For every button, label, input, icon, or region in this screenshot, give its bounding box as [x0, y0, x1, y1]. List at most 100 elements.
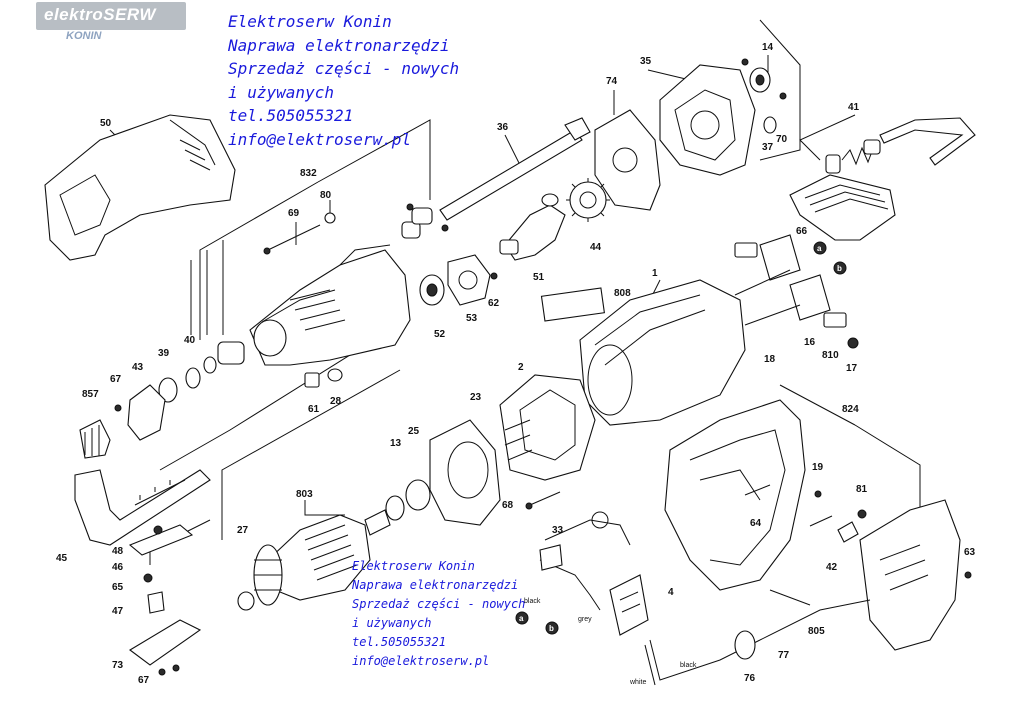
promo-block-middle: Elektroserw Konin Naprawa elektronarzędz… — [352, 557, 525, 671]
part-bushing-upper — [401, 221, 421, 239]
part-number-label: 64 — [750, 518, 762, 529]
connector-b-2 — [545, 621, 559, 635]
part-number-label: 67 — [138, 675, 150, 686]
part-number-label: 51 — [533, 272, 545, 283]
part-number-label: 66 — [796, 226, 808, 237]
part-4-switch — [609, 574, 649, 636]
part-number-label: 23 — [470, 392, 482, 403]
part-2-stator — [499, 374, 596, 481]
part-45-shoe — [74, 469, 211, 546]
part-number-label: 44 — [590, 242, 602, 253]
part-74-plate — [594, 109, 661, 211]
part-62-screw — [490, 272, 498, 280]
part-number-label: 857 — [82, 389, 99, 400]
connector-a-1 — [813, 241, 827, 255]
part-number-label: 810 — [822, 350, 839, 361]
part-68-screw-head — [525, 502, 533, 510]
part-23-baffle — [429, 419, 501, 526]
part-number-label: 17 — [846, 363, 858, 374]
part-number-label: 61 — [308, 404, 320, 415]
part-number-label: 28 — [330, 396, 342, 407]
part-number-label: 67 — [110, 374, 122, 385]
part-64-screw-upper — [744, 484, 771, 496]
part-39-washer — [158, 377, 178, 403]
part-number-label: 68 — [502, 500, 514, 511]
part-number-label: 808 — [614, 288, 631, 299]
promo-line: Elektroserw Konin — [228, 12, 392, 31]
part-44-gear — [566, 178, 610, 222]
connector-letter: a — [817, 244, 822, 253]
promo-line: tel.505055321 — [228, 106, 354, 125]
part-67-screw-lower — [158, 668, 166, 676]
part-28-washer — [327, 368, 343, 382]
part-number-label: 805 — [808, 626, 825, 637]
part-number-label: 73 — [112, 660, 124, 671]
part-number-label: 74 — [606, 76, 618, 87]
connector-a-2 — [515, 611, 529, 625]
part-number-label: 65 — [112, 582, 124, 593]
wire-label: white — [629, 679, 646, 686]
part-16-brush-holder — [734, 234, 859, 349]
part-number-label: 81 — [856, 484, 868, 495]
part-number-label: 70 — [776, 134, 788, 145]
part-number-label: 43 — [132, 362, 144, 373]
part-80-washer — [324, 212, 336, 224]
promo-line: tel.505055321 — [352, 635, 446, 649]
part-number-label: 1 — [652, 268, 658, 279]
part-number-label: 41 — [848, 102, 860, 113]
part-number-label: 77 — [778, 650, 790, 661]
part-69-screw-head — [263, 247, 271, 255]
promo-line: Sprzedaż części - nowych — [352, 597, 526, 611]
part-number-label: 16 — [804, 337, 816, 348]
connector-letter: b — [549, 624, 554, 633]
part-14-screw — [741, 58, 749, 66]
part-number-label: 47 — [112, 606, 124, 617]
promo-line: Naprawa elektronarzędzi — [352, 578, 519, 592]
part-number-label: 832 — [300, 168, 317, 179]
part-808-label — [540, 287, 605, 322]
part-37-bushing — [763, 116, 777, 134]
part-number-label: 824 — [842, 404, 859, 415]
promo-line: Elektroserw Konin — [352, 559, 475, 573]
connector-letter: b — [837, 264, 842, 273]
part-67-screw-lower-2 — [172, 664, 180, 672]
part-63-handle-half — [859, 499, 961, 651]
part-number-label: 53 — [466, 313, 478, 324]
part-51-crank — [499, 193, 566, 261]
part-65-pin — [143, 573, 153, 583]
part-36-plunger — [439, 117, 591, 221]
connector-letters: a b a b — [519, 244, 842, 633]
part-number-label: 35 — [640, 56, 652, 67]
part-number-label: 80 — [320, 190, 332, 201]
part-43-clamp — [127, 384, 166, 441]
promo-line: info@elektroserw.pl — [352, 654, 490, 668]
connector-letter: a — [519, 614, 524, 623]
part-73-lever — [129, 619, 202, 666]
part-48-pin — [153, 525, 163, 535]
part-number-label: 2 — [518, 362, 524, 373]
part-81-screw — [857, 509, 867, 519]
part-number-label: 18 — [764, 354, 776, 365]
part-number-label: 46 — [112, 562, 124, 573]
part-number-label: 4 — [668, 587, 674, 598]
part-41-lever — [825, 117, 976, 174]
logo-badge — [36, 2, 186, 30]
part-76-strain-relief — [734, 630, 756, 660]
part-number-label: 52 — [434, 329, 446, 340]
part-number-labels: 50 832 80 69 36 74 35 14 41 70 37 44 51 … — [56, 42, 976, 686]
promo-line: i używanych — [352, 616, 432, 630]
wire-label: black — [524, 598, 541, 605]
logo-brand: elektroSERW — [44, 5, 156, 24]
part-number-label: 19 — [812, 462, 824, 473]
promo-line: info@elektroserw.pl — [228, 129, 412, 149]
part-42-clip — [837, 521, 859, 543]
wire-labels: black grey black white — [524, 598, 697, 686]
part-number-label: 48 — [112, 546, 124, 557]
part-number-label: 45 — [56, 553, 68, 564]
part-40-sleeve — [217, 341, 245, 365]
part-46-plate — [128, 524, 194, 556]
connector-b-1 — [833, 261, 847, 275]
part-64-screw-lower — [809, 515, 833, 527]
part-bushing-upper-2 — [411, 207, 433, 225]
